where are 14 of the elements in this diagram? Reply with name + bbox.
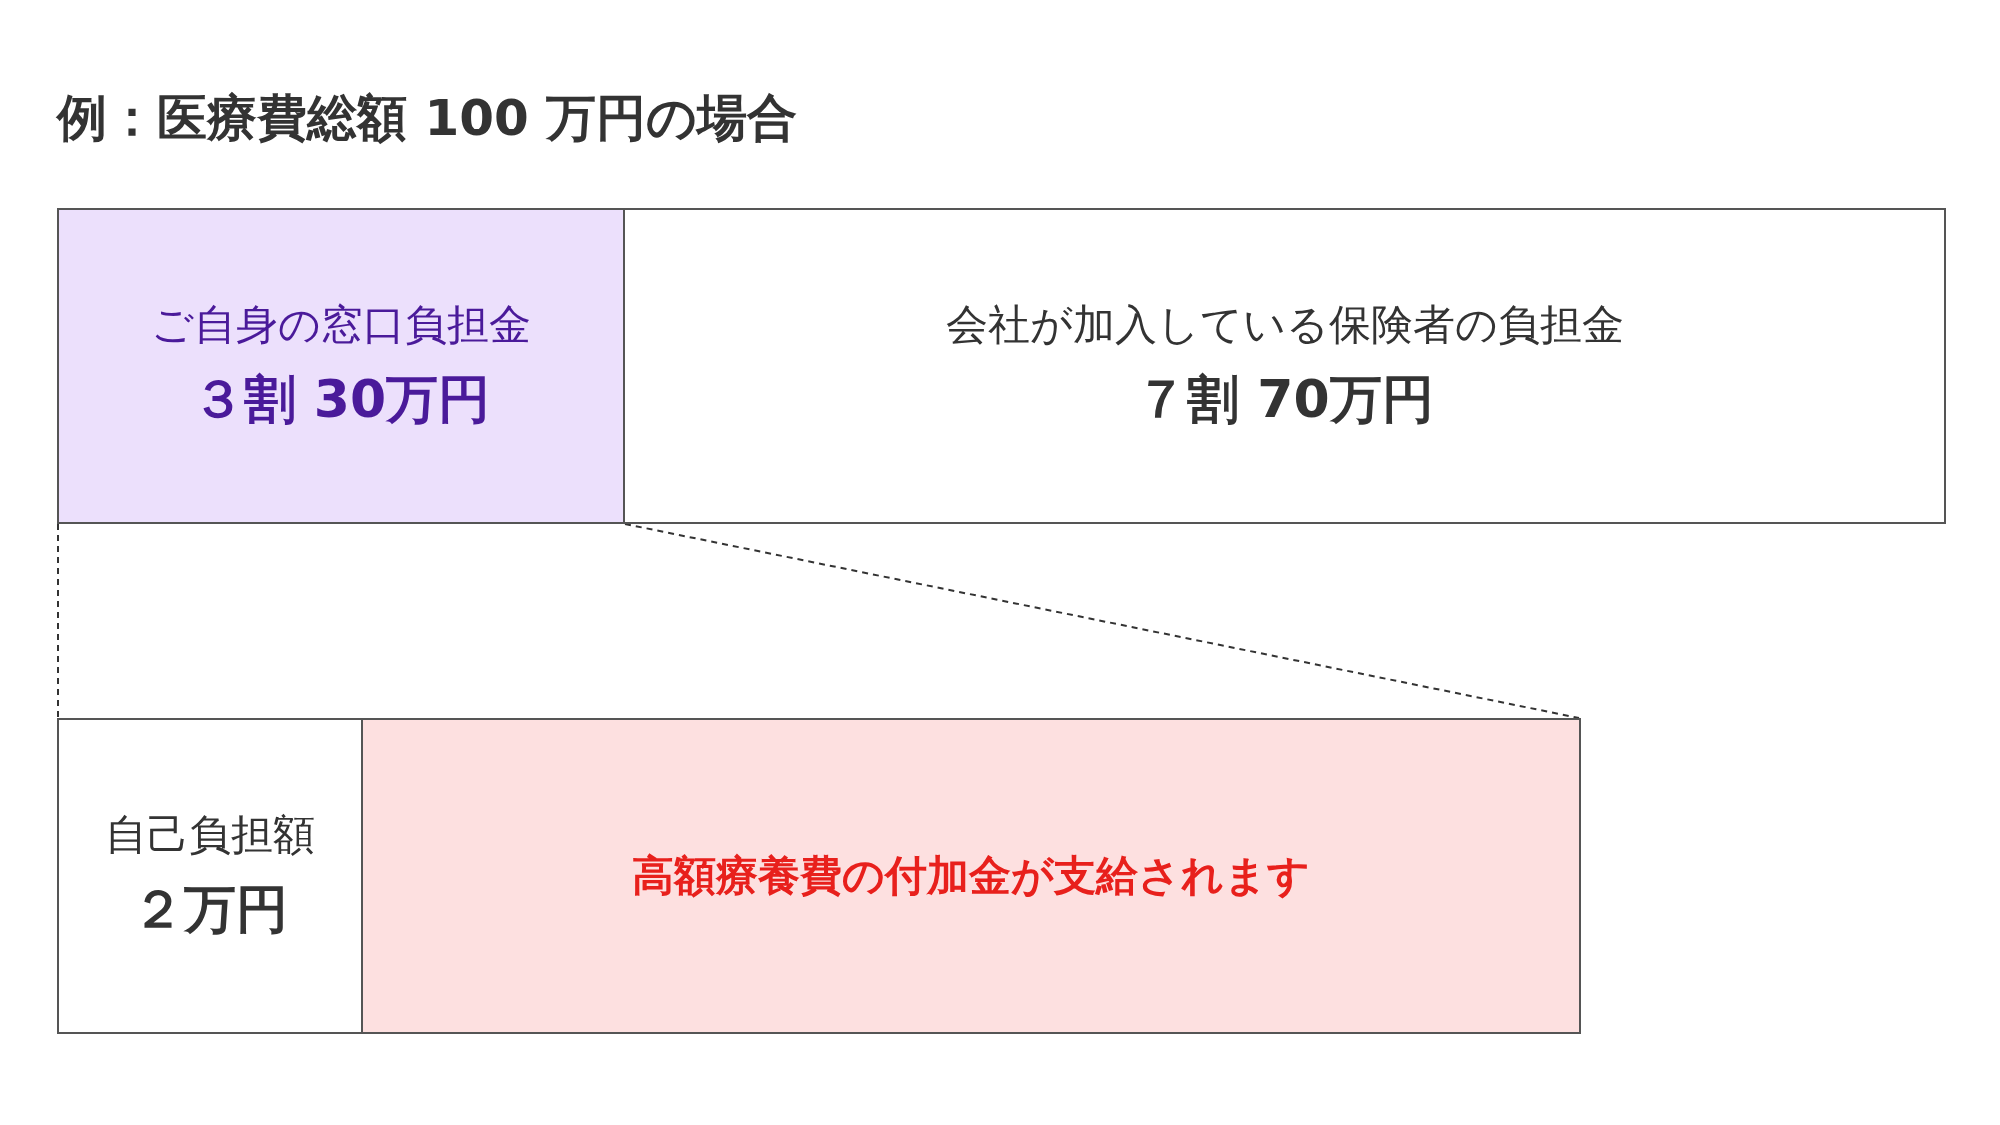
patient-share-box — [57, 208, 625, 524]
box-heading: 高額療養費の付加金が支給されます — [632, 850, 1310, 902]
amount-text: ２万円 — [132, 878, 288, 941]
zoom-guide-line — [624, 523, 1580, 719]
amount-text: ３割 30万円 — [191, 368, 491, 431]
box-heading: ご自身の窓口負担金 — [151, 299, 531, 351]
zoom-guide-line — [57, 523, 59, 719]
insurer-share-box — [623, 208, 1946, 524]
box-heading: 会社が加入している保険者の負担金 — [945, 299, 1624, 351]
self-pay-box — [57, 718, 363, 1034]
benefit-box — [361, 718, 1581, 1034]
title: 例：医療費総額 100 万円の場合 — [57, 88, 798, 149]
box-heading: 自己負担額 — [105, 809, 315, 861]
amount-text: ７割 70万円 — [1135, 368, 1434, 431]
